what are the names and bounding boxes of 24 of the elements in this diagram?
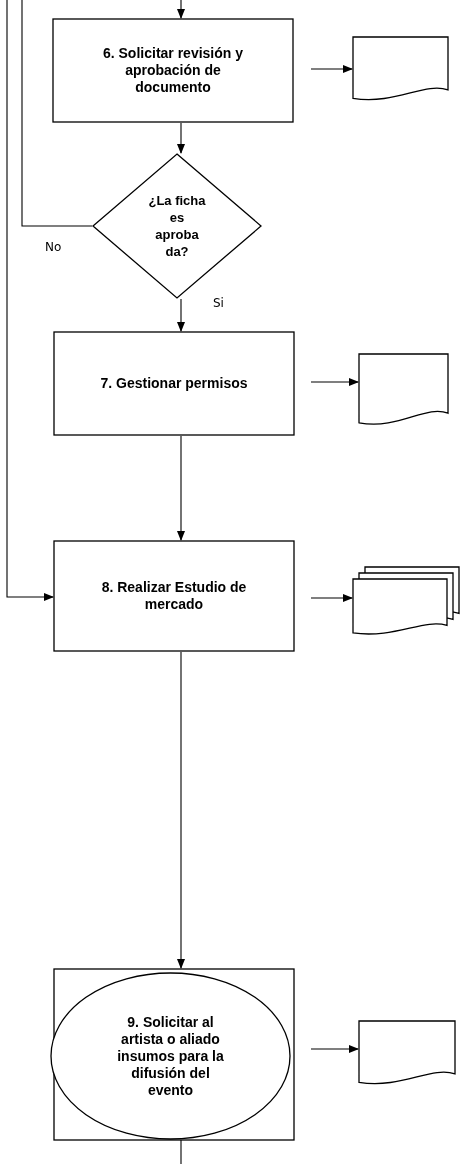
- connector-line: [180, 1139, 182, 1164]
- edge-label: No: [44, 240, 63, 254]
- arrow: [310, 594, 353, 602]
- decision-text: ¿La ficha es aproba da?: [147, 192, 207, 260]
- process-box: [53, 540, 295, 652]
- process-text: 8. Realizar Estudio de mercado: [100, 579, 248, 613]
- process-box: [53, 331, 295, 436]
- arrow: [177, 435, 185, 541]
- arrow: [177, 298, 185, 332]
- arrow: [310, 378, 359, 386]
- connector-line: [21, 0, 93, 227]
- decision-diamond: [92, 153, 262, 299]
- arrow: [310, 1045, 359, 1053]
- process-text: 7. Gestionar permisos: [99, 375, 249, 392]
- arrow: [310, 65, 353, 73]
- arrow: [177, 122, 185, 154]
- process-box: [52, 18, 294, 123]
- arrow: [177, 0, 185, 19]
- process-text: 6. Solicitar revisión y aprobación de documento: [101, 45, 245, 96]
- edge-label: Si: [212, 296, 225, 310]
- arrow: [177, 651, 185, 969]
- arrow: [6, 0, 54, 601]
- process-text: 9. Solicitar al artista o aliado insumos para la difusión del evento: [116, 1013, 225, 1099]
- multi-document-symbol: [352, 566, 460, 638]
